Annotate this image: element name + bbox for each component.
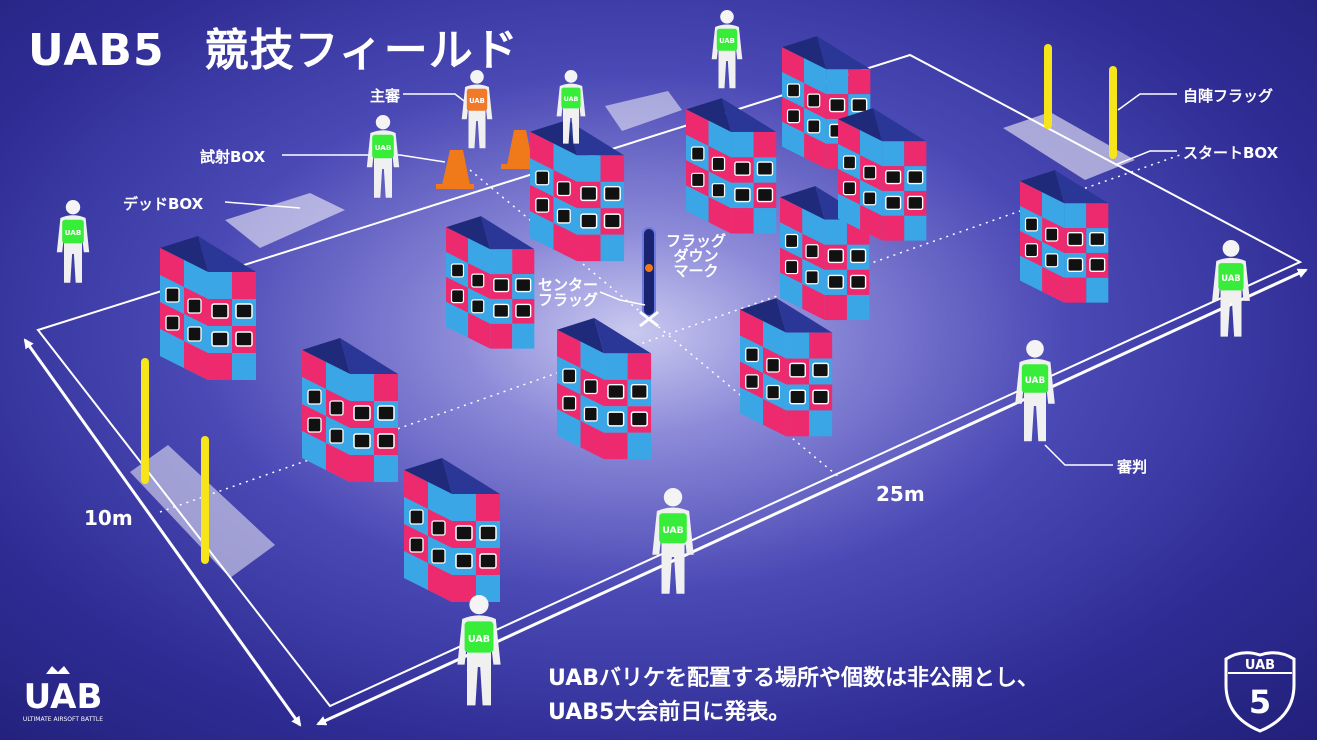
barricade bbox=[740, 298, 833, 437]
svg-text:UAB: UAB bbox=[468, 634, 490, 645]
svg-text:UAB: UAB bbox=[65, 228, 82, 237]
label-own-flag: 自陣フラッグ bbox=[1183, 87, 1274, 105]
svg-text:UAB: UAB bbox=[564, 95, 579, 103]
flag-poles bbox=[141, 44, 1117, 564]
title-main: UAB5 bbox=[28, 25, 165, 76]
barricades bbox=[160, 36, 1109, 602]
referee-figure: UAB bbox=[711, 10, 743, 89]
cones bbox=[436, 130, 539, 189]
referee-figure: UAB bbox=[56, 200, 90, 283]
barricade bbox=[160, 236, 256, 380]
barricade bbox=[530, 120, 625, 262]
svg-text:UAB: UAB bbox=[375, 143, 392, 152]
barricade bbox=[446, 216, 535, 349]
barricade bbox=[780, 186, 870, 321]
center-line-long bbox=[159, 154, 1181, 513]
label-center-flag: センター フラッグ bbox=[538, 276, 599, 309]
barricade bbox=[1020, 170, 1109, 303]
label-referee: 審判 bbox=[1117, 458, 1148, 476]
referee-figure: UAB bbox=[556, 70, 586, 144]
referee-figure: UAB bbox=[461, 70, 493, 149]
barricade bbox=[838, 108, 927, 241]
svg-text:UAB: UAB bbox=[1245, 658, 1275, 673]
svg-text:UAB: UAB bbox=[662, 525, 683, 536]
footnote-line-2: UAB5大会前日に発表。 bbox=[548, 700, 791, 725]
svg-text:5: 5 bbox=[1249, 683, 1271, 721]
barricade bbox=[557, 318, 652, 460]
label-dead-box: デッドBOX bbox=[123, 195, 204, 213]
svg-text:UAB: UAB bbox=[719, 37, 735, 45]
svg-text:ULTIMATE AIRSOFT BATTLE: ULTIMATE AIRSOFT BATTLE bbox=[23, 716, 103, 723]
page-title: UAB5 競技フィールド bbox=[28, 14, 519, 78]
uab-logo: UAB ULTIMATE AIRSOFT BATTLE bbox=[23, 666, 103, 723]
referees: UAB UAB UAB UAB UAB UAB UAB UAB UAB bbox=[56, 10, 1250, 706]
dimension-width: 10m bbox=[84, 506, 133, 530]
start-box-right bbox=[1003, 112, 1135, 180]
dimension-length: 25m bbox=[876, 482, 925, 506]
referee-figure: UAB bbox=[1212, 240, 1250, 337]
barricade bbox=[302, 338, 398, 482]
label-test-fire-box: 試射BOX bbox=[200, 148, 266, 166]
width-arrow bbox=[23, 338, 302, 727]
svg-text:UAB: UAB bbox=[1025, 376, 1046, 386]
label-start-box: スタートBOX bbox=[1183, 144, 1279, 162]
footnote-line-1: UABバリケを配置する場所や個数は非公開とし、 bbox=[548, 666, 1039, 691]
dead-box bbox=[225, 193, 345, 248]
label-flag-down-mark: フラッグ ダウン マーク bbox=[666, 232, 727, 280]
referee-figure: UAB bbox=[366, 115, 400, 198]
label-chief-referee: 主審 bbox=[370, 87, 401, 105]
title-sub: 競技フィールド bbox=[204, 25, 519, 76]
center-flag bbox=[639, 227, 659, 328]
barricade bbox=[404, 458, 500, 602]
footnote: UABバリケを配置する場所や個数は非公開とし、 UAB5大会前日に発表。 bbox=[548, 662, 1039, 730]
referee-figure: UAB bbox=[652, 488, 694, 594]
svg-text:UAB: UAB bbox=[24, 677, 103, 717]
field-box-top bbox=[605, 91, 682, 131]
barricade bbox=[782, 36, 871, 169]
svg-text:UAB: UAB bbox=[1221, 273, 1240, 283]
svg-text:UAB: UAB bbox=[469, 97, 485, 105]
uab5-badge: UAB 5 bbox=[1224, 651, 1296, 733]
barricade bbox=[686, 98, 777, 234]
referee-figure: UAB bbox=[457, 595, 501, 706]
referee-figure: UAB bbox=[1015, 340, 1055, 442]
